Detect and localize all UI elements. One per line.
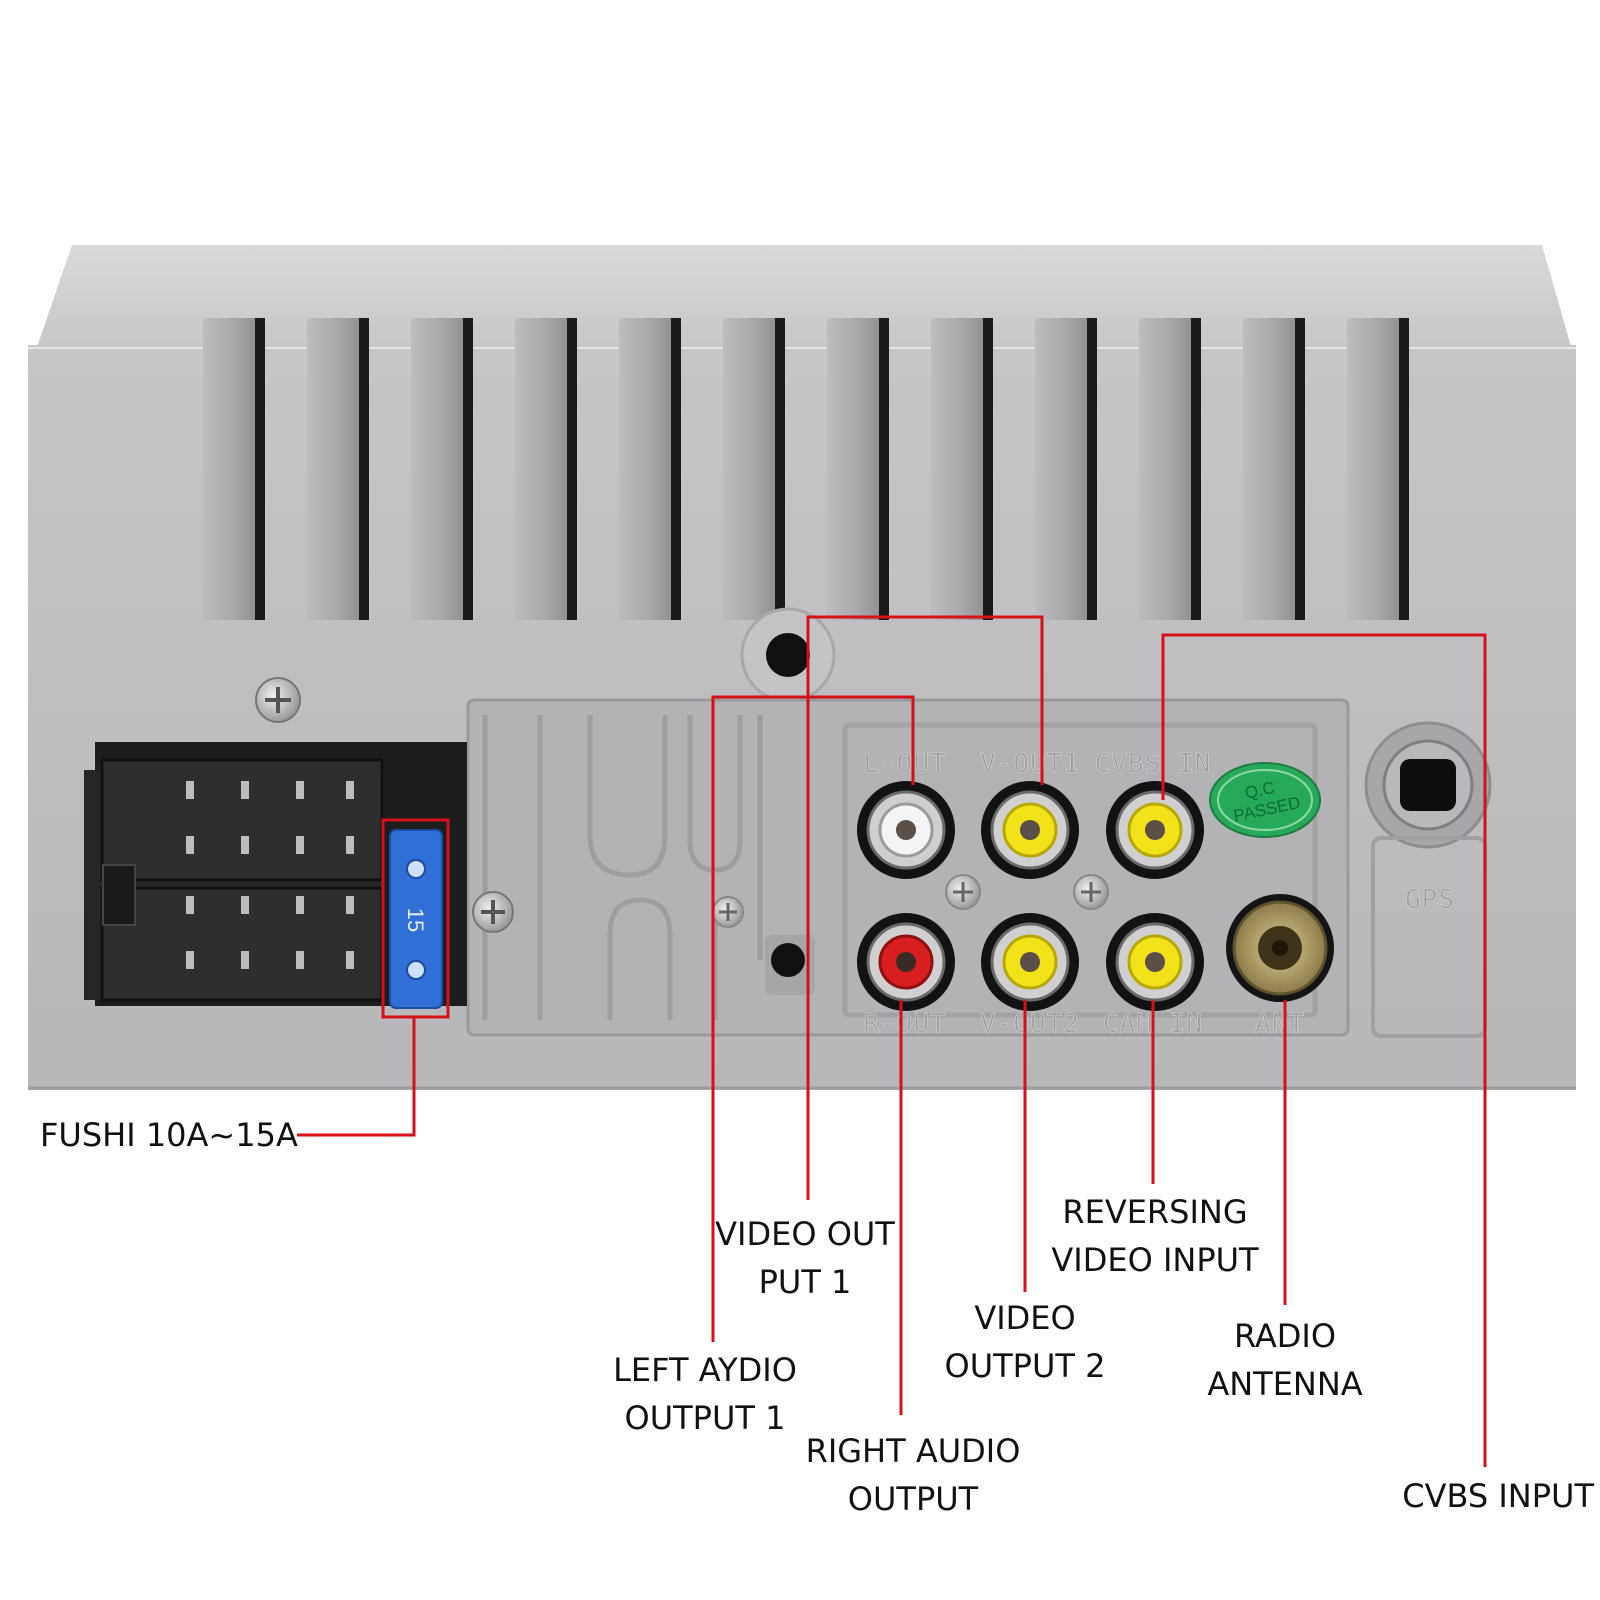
harness-pin — [241, 951, 249, 969]
recess-ribs — [482, 715, 1318, 1020]
screw-icon — [255, 677, 301, 723]
callout-fuse-text: FUSHI 10A~15A — [40, 1116, 298, 1154]
label-v-out1: V-OUT1 — [980, 749, 1080, 779]
callout-video-out-1-line1: VIDEO OUT — [715, 1215, 895, 1253]
callout-cvbs-input-text: CVBS INPUT — [1402, 1477, 1594, 1515]
leader-line-cvbs-input — [1161, 633, 1487, 1467]
callout-video-out-2-line2: OUTPUT 2 — [944, 1347, 1106, 1385]
iso-harness-connector — [84, 742, 467, 1006]
vent-slot-shadow — [671, 318, 681, 620]
callout-video-out-1-line2: PUT 1 — [758, 1263, 852, 1301]
vent-slot-shadow — [1191, 318, 1201, 620]
harness-pin — [186, 951, 194, 969]
qc-passed-badge: Q.C PASSED — [1209, 762, 1321, 838]
callout-left-audio: LEFT AYDIO OUTPUT 1 — [590, 1346, 820, 1442]
mounting-hole-top — [740, 607, 836, 703]
rca-jack-cam-in — [1106, 913, 1204, 1011]
callout-radio-antenna: RADIO ANTENNA — [1190, 1312, 1380, 1408]
callout-reversing: REVERSING VIDEO INPUT — [1035, 1188, 1275, 1284]
harness-pin — [296, 951, 304, 969]
screw-icon — [472, 891, 514, 933]
callout-left-audio-line1: LEFT AYDIO — [613, 1351, 797, 1389]
vent-slot-shadow — [463, 318, 473, 620]
harness-pin — [241, 836, 249, 854]
antenna-jack — [1226, 894, 1334, 1002]
callout-radio-antenna-line2: ANTENNA — [1207, 1365, 1363, 1403]
harness-pin — [241, 896, 249, 914]
callout-radio-antenna-line1: RADIO — [1233, 1317, 1337, 1355]
harness-pin — [186, 781, 194, 799]
vent-slot — [203, 318, 259, 620]
callout-reversing-line2: VIDEO INPUT — [1051, 1241, 1259, 1279]
leader-line-fuse — [297, 1017, 416, 1137]
blade-fuse: 15 — [389, 829, 443, 1009]
vent-slot-shadow — [567, 318, 577, 620]
callout-reversing-line1: REVERSING — [1062, 1193, 1248, 1231]
callout-right-audio: RIGHT AUDIO OUTPUT — [793, 1427, 1033, 1523]
rca-jack-r-out — [857, 913, 955, 1011]
vent-slot-shadow — [1087, 318, 1097, 620]
vent-slot — [307, 318, 363, 620]
vent-slot — [515, 318, 571, 620]
vent-slot-shadow — [879, 318, 889, 620]
vent-slot-shadow — [255, 318, 265, 620]
vent-slot — [931, 318, 987, 620]
vent-slot-shadow — [775, 318, 785, 620]
harness-pin — [186, 836, 194, 854]
callout-video-out-2: VIDEO OUTPUT 2 — [930, 1294, 1120, 1390]
callout-cvbs-input: CVBS INPUT — [1374, 1472, 1594, 1520]
label-cvbs-in: CVBS IN — [1095, 749, 1212, 779]
screw-icon — [1073, 874, 1109, 910]
vent-slot — [1139, 318, 1195, 620]
mounting-hole-bottom — [765, 935, 815, 995]
rca-jack-cvbs-in — [1106, 781, 1204, 879]
label-v-out2: V-OUT2 — [980, 1009, 1080, 1039]
leader-line-left-audio — [711, 695, 915, 1342]
leader-line-video-out-1 — [806, 615, 1044, 1200]
label-gps: GPS — [1405, 885, 1455, 915]
label-ant: ANT — [1255, 1009, 1305, 1039]
harness-pin — [346, 951, 354, 969]
harness-pin — [296, 781, 304, 799]
callout-fuse: FUSHI 10A~15A — [40, 1111, 298, 1159]
vent-slot — [619, 318, 675, 620]
rca-jack-v-out2 — [981, 913, 1079, 1011]
vent-slot-shadow — [1295, 318, 1305, 620]
callout-right-audio-line2: OUTPUT — [847, 1480, 979, 1518]
label-l-out: L-OUT — [863, 749, 946, 779]
harness-pin — [296, 896, 304, 914]
harness-pin — [346, 781, 354, 799]
vent-slot-shadow — [983, 318, 993, 620]
panel-top-face — [36, 245, 1572, 350]
callout-video-out-1: VIDEO OUT PUT 1 — [700, 1210, 910, 1306]
harness-pin — [241, 781, 249, 799]
callout-right-audio-line1: RIGHT AUDIO — [805, 1432, 1021, 1470]
vent-slot — [411, 318, 467, 620]
callout-left-audio-line2: OUTPUT 1 — [624, 1399, 786, 1437]
vent-slots — [203, 318, 1409, 620]
vent-slot — [827, 318, 883, 620]
vent-slot-shadow — [359, 318, 369, 620]
callout-video-out-2-line1: VIDEO — [974, 1299, 1076, 1337]
harness-pin — [346, 836, 354, 854]
screw-icon — [712, 896, 744, 928]
vent-slot — [1035, 318, 1091, 620]
rca-jack-l-out — [857, 781, 955, 879]
gps-port — [1364, 721, 1492, 1038]
screw-icon — [945, 874, 981, 910]
rca-jack-v-out1 — [981, 781, 1079, 879]
vent-slot — [1347, 318, 1403, 620]
vent-slot — [723, 318, 779, 620]
harness-pin — [296, 836, 304, 854]
leader-lines — [297, 615, 1487, 1467]
radio-back-panel: 15 L-OUT V-OUT1 CVBS IN R-OUT V-OUT2 CAM… — [28, 245, 1576, 1090]
vent-slot — [1243, 318, 1299, 620]
label-r-out: R-OUT — [863, 1009, 946, 1039]
harness-pin — [186, 896, 194, 914]
fuse-rating-label: 15 — [403, 908, 428, 932]
vent-slot-shadow — [1399, 318, 1409, 620]
harness-pin — [346, 896, 354, 914]
